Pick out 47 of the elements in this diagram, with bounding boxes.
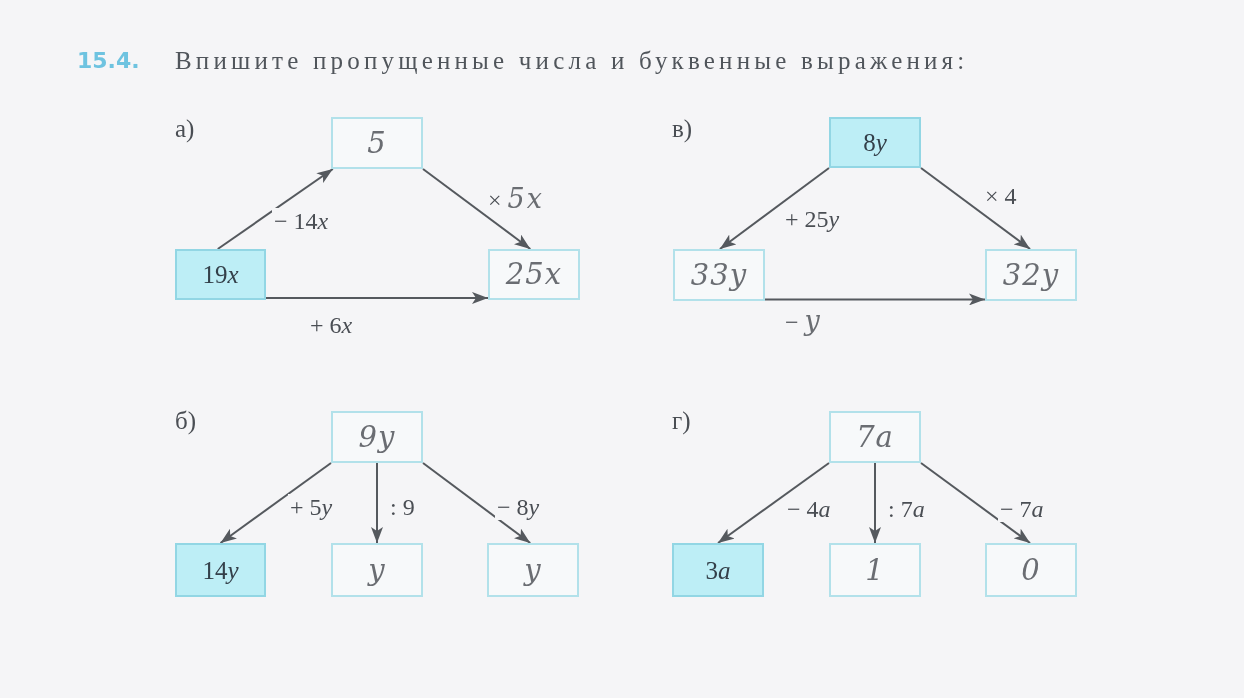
answer-box [673, 249, 765, 301]
handwritten-answer: y [524, 555, 542, 585]
handwritten-answer: 0 [1021, 555, 1041, 585]
handwritten-answer: 25x [505, 260, 563, 289]
arrow [265, 291, 489, 304]
given-expression: 8y [863, 130, 887, 155]
answer-box [985, 543, 1077, 597]
answer-box [487, 543, 579, 597]
handwritten-answer: 33y [690, 260, 748, 290]
handwritten-answer: 1 [865, 555, 885, 585]
arrow [216, 168, 334, 250]
answer-box [829, 543, 921, 597]
arrow [920, 462, 1032, 544]
given-value-box [829, 117, 921, 168]
given-value-box [175, 543, 266, 597]
exercise-number: 15.4. [77, 50, 140, 72]
part-label: б) [175, 408, 197, 433]
given-expression: 3a [705, 557, 731, 583]
handwritten-answer: 5 [367, 128, 387, 158]
answer-box [488, 249, 580, 300]
given-expression: 19x [202, 262, 239, 287]
part-label: в) [672, 116, 693, 141]
arrow [869, 462, 881, 544]
operation-label: + 5y [288, 494, 335, 520]
answer-box [985, 249, 1077, 301]
handwritten-answer: 32y [1002, 260, 1060, 290]
part-label: г) [672, 408, 691, 433]
answer-box [331, 411, 423, 463]
arrow [371, 462, 383, 544]
answer-box [331, 117, 423, 169]
given-value-box [175, 249, 266, 300]
arrow [219, 462, 332, 544]
given-value-box [672, 543, 764, 597]
answer-box [331, 543, 423, 597]
part-label: а) [175, 116, 195, 141]
arrow [920, 167, 1032, 250]
arrow [717, 462, 830, 544]
arrow [764, 293, 986, 306]
handwritten-answer: y [368, 555, 386, 585]
given-expression: 14y [202, 557, 239, 583]
handwritten-answer: 9y [358, 422, 396, 452]
arrow [422, 462, 532, 544]
task-heading: Впишите пропущенные числа и буквенные выражения: [175, 48, 969, 73]
arrow [718, 167, 830, 250]
handwritten-answer: 7a [856, 422, 894, 452]
answer-box [829, 411, 921, 463]
arrow [422, 168, 532, 250]
